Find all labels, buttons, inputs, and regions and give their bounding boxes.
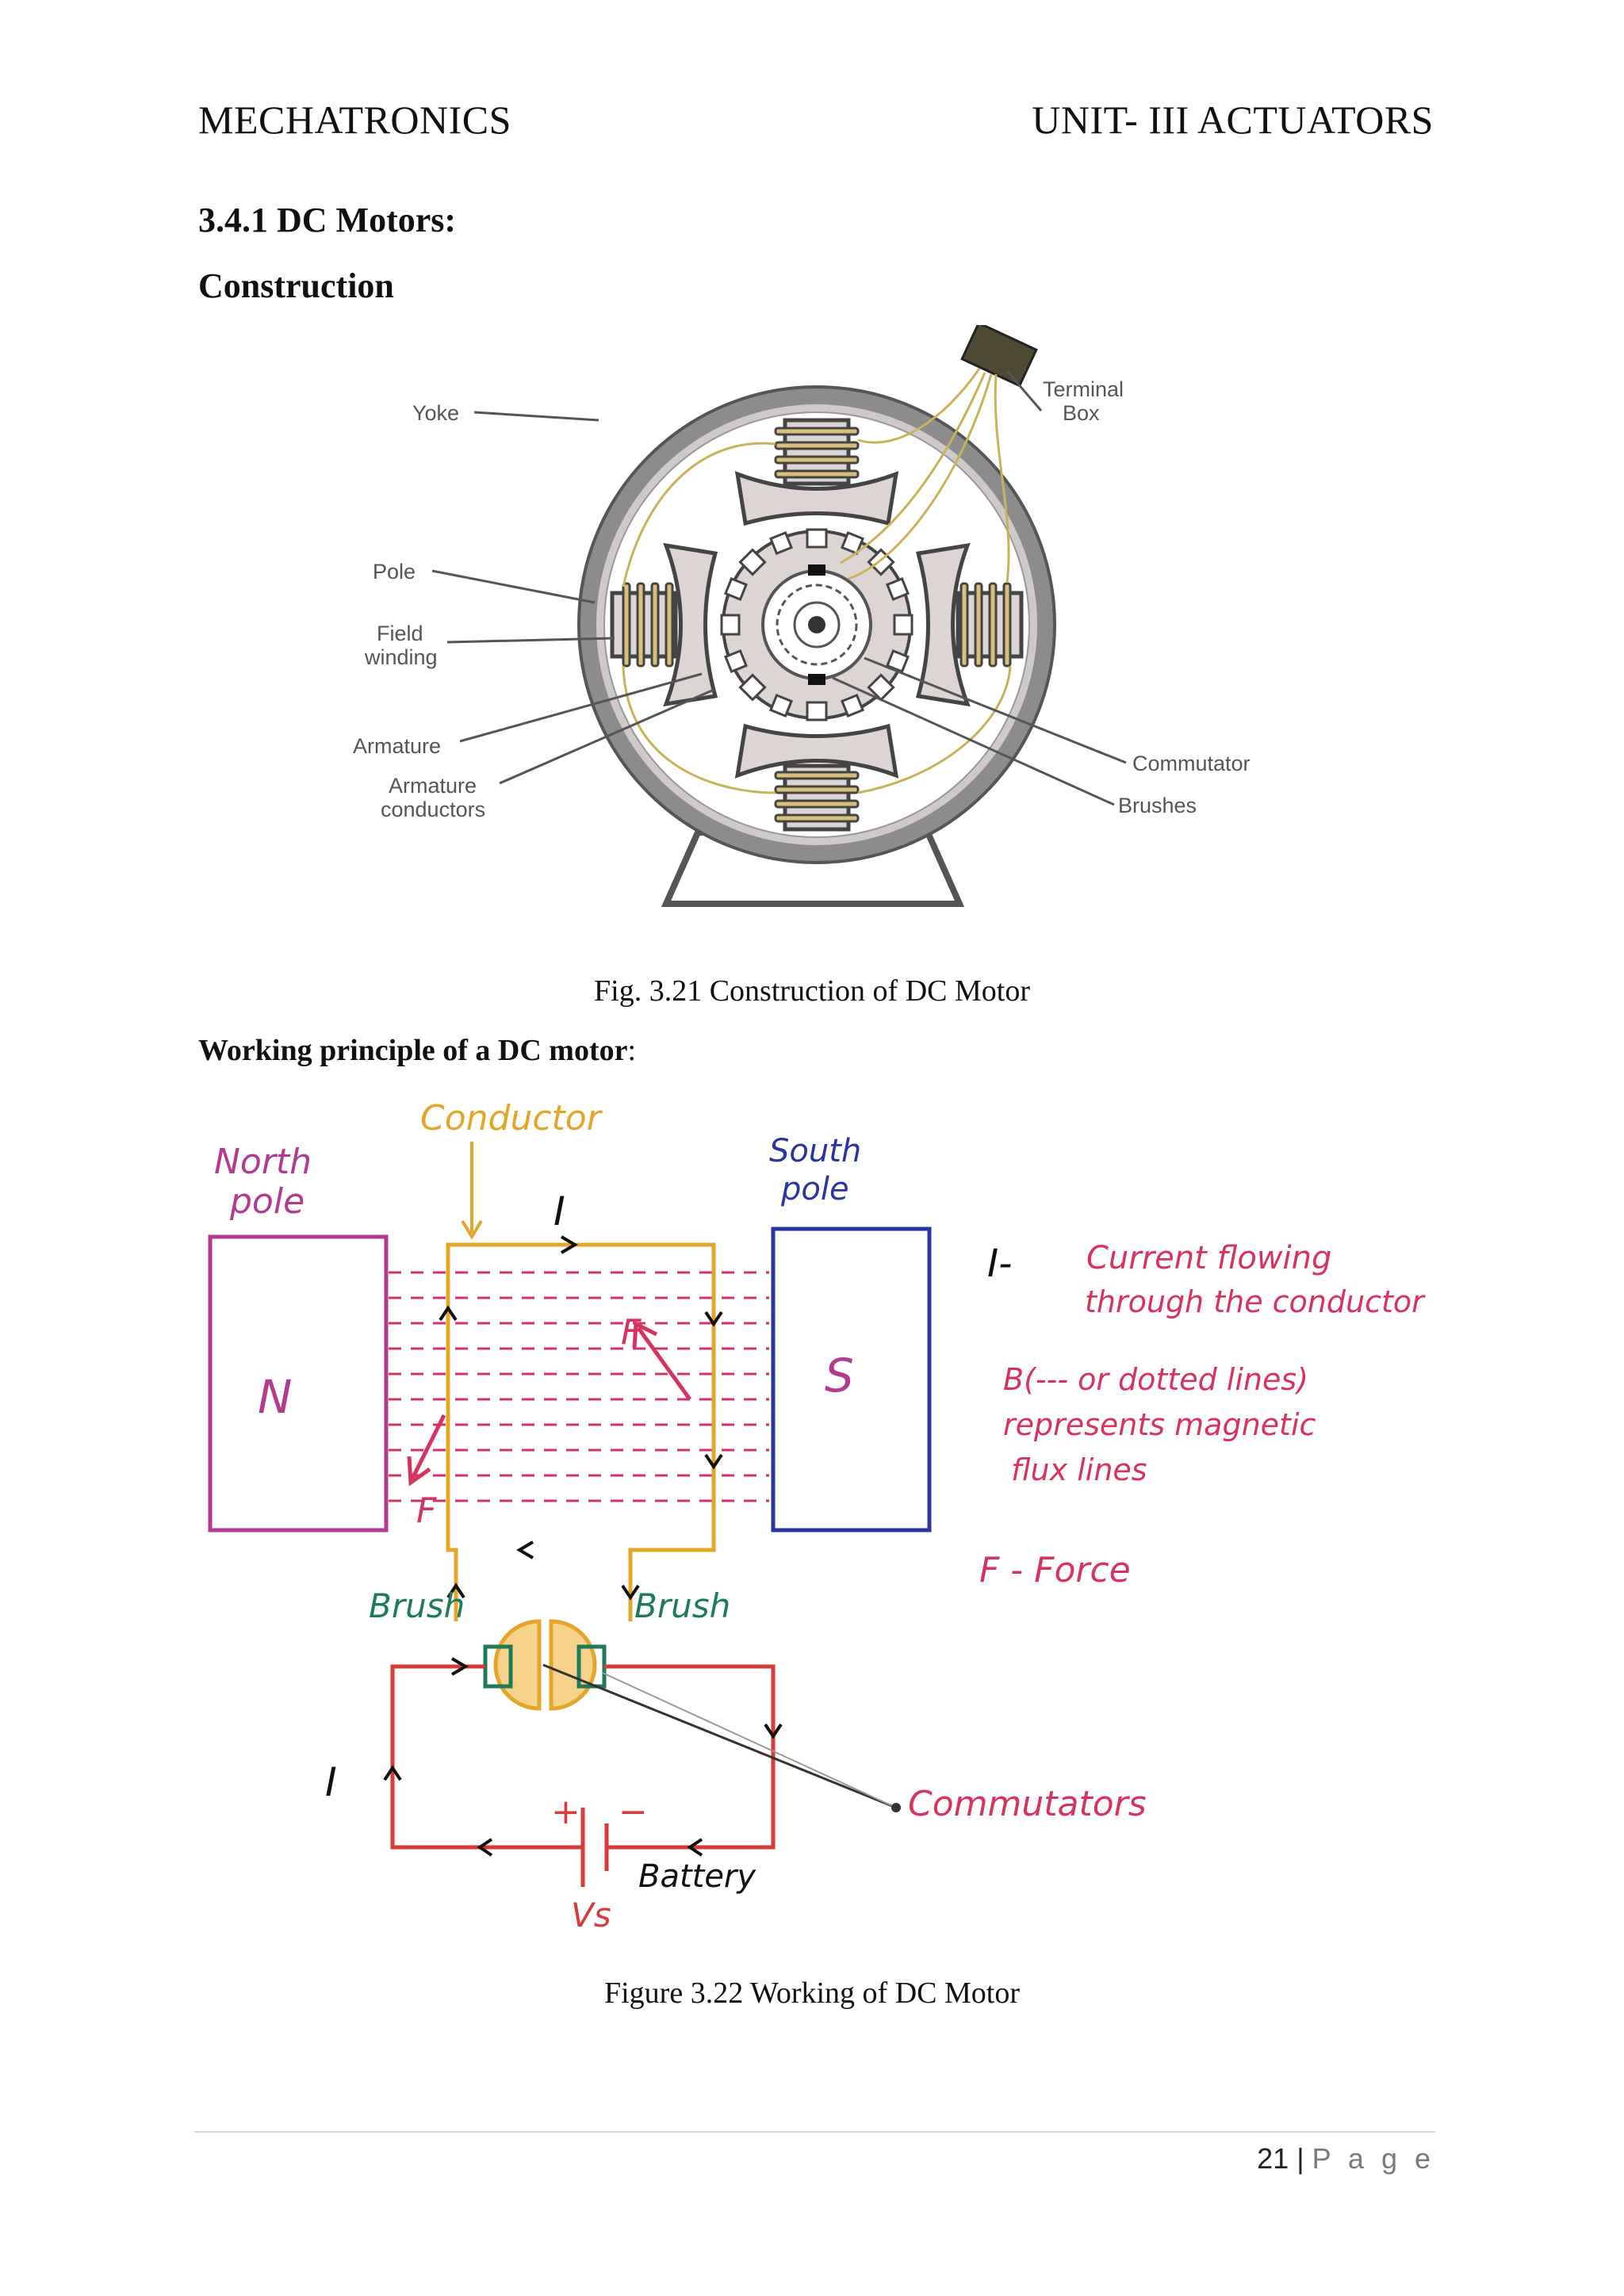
conductor-loop xyxy=(446,1242,716,1621)
label-commutators: Commutators xyxy=(908,1784,1147,1824)
figure-caption-working: Figure 3.22 Working of DC Motor xyxy=(603,1976,1020,2010)
terminal-box xyxy=(960,325,1038,388)
force-arrows xyxy=(407,1321,692,1487)
label-terminal: Terminal xyxy=(1043,377,1124,401)
label-pole: Pole xyxy=(373,560,416,584)
label-s: S xyxy=(825,1349,854,1402)
magnetic-flux-lines xyxy=(389,1271,769,1502)
label-south: South xyxy=(769,1133,861,1169)
label-box: Box xyxy=(1063,401,1100,425)
brush-bottom xyxy=(808,674,825,685)
label-brush-left: Brush xyxy=(369,1586,465,1625)
label-brushes: Brushes xyxy=(1118,794,1197,817)
label-north-pole: pole xyxy=(229,1181,304,1222)
label-armature-conductors-1: Armature xyxy=(389,774,477,798)
armature-slots xyxy=(720,528,914,721)
wiring xyxy=(622,368,1012,794)
header-title-right: UNIT- III ACTUATORS xyxy=(1032,98,1434,142)
dc-motor-working-figure: N S F F Conductor North pole S xyxy=(208,1098,1426,1934)
legend-i-line2: through the conductor xyxy=(1085,1284,1426,1319)
legend-b-line2: represents magnetic xyxy=(1003,1407,1316,1442)
working-principle-heading-colon: : xyxy=(627,1034,637,1067)
section-heading: 3.4.1 DC Motors: xyxy=(198,201,457,239)
figure-caption-construction: Fig. 3.21 Construction of DC Motor xyxy=(594,974,1030,1008)
label-conductor: Conductor xyxy=(420,1098,603,1138)
south-pole-magnet xyxy=(771,1226,932,1533)
page-word: P a g e xyxy=(1312,2142,1435,2175)
label-commutator: Commutator xyxy=(1132,752,1251,775)
brush-top xyxy=(808,564,825,576)
legend-b-line3: flux lines xyxy=(1011,1452,1147,1487)
sub-heading: Construction xyxy=(198,266,394,305)
label-force-mid: F xyxy=(621,1312,642,1353)
label-battery: Battery xyxy=(638,1858,756,1895)
label-n: N xyxy=(258,1370,292,1424)
page-separator: | xyxy=(1297,2142,1304,2175)
label-south-pole: pole xyxy=(780,1171,849,1207)
battery-circuit xyxy=(390,1664,776,1887)
shaft xyxy=(808,616,825,633)
label-winding: winding xyxy=(364,645,438,669)
legend-force: F - Force xyxy=(979,1550,1131,1590)
legend-b-line1: B(--- or dotted lines) xyxy=(1003,1362,1308,1397)
current-arrows xyxy=(439,1235,723,1601)
label-plus: + xyxy=(551,1792,580,1832)
field-winding-coils xyxy=(622,427,1012,823)
label-current-left: I xyxy=(325,1759,337,1805)
label-minus: − xyxy=(619,1792,648,1832)
legend: I- Current flowing through the conductor… xyxy=(979,1240,1426,1590)
label-vs: Vs xyxy=(571,1896,611,1934)
leader-lines xyxy=(431,370,1127,806)
header-title-left: MECHATRONICS xyxy=(198,98,511,142)
label-armature: Armature xyxy=(353,734,441,758)
label-brush-right: Brush xyxy=(634,1586,730,1625)
label-force-left: F xyxy=(416,1490,437,1531)
label-field: Field xyxy=(377,622,423,645)
page-footer: 21 | P a g e xyxy=(1257,2142,1435,2175)
label-north: North xyxy=(214,1142,312,1182)
circuit-arrows xyxy=(383,1657,783,1857)
label-current-top: I xyxy=(553,1188,565,1234)
label-armature-conductors-2: conductors xyxy=(381,798,485,821)
footer-divider xyxy=(194,2131,1435,2133)
label-yoke: Yoke xyxy=(412,401,459,425)
legend-i-line1: Current flowing xyxy=(1086,1240,1331,1276)
dc-motor-construction-figure: Yoke Terminal Box Pole Field winding Arm… xyxy=(353,325,1251,907)
north-pole-magnet xyxy=(208,1234,389,1533)
page-number: 21 xyxy=(1257,2142,1289,2175)
commutators-pointer xyxy=(542,1663,897,1809)
working-principle-heading: Working principle of a DC motor: xyxy=(198,1033,636,1068)
working-principle-heading-text: Working principle of a DC motor xyxy=(198,1034,628,1067)
legend-i-symbol: I- xyxy=(987,1242,1012,1286)
